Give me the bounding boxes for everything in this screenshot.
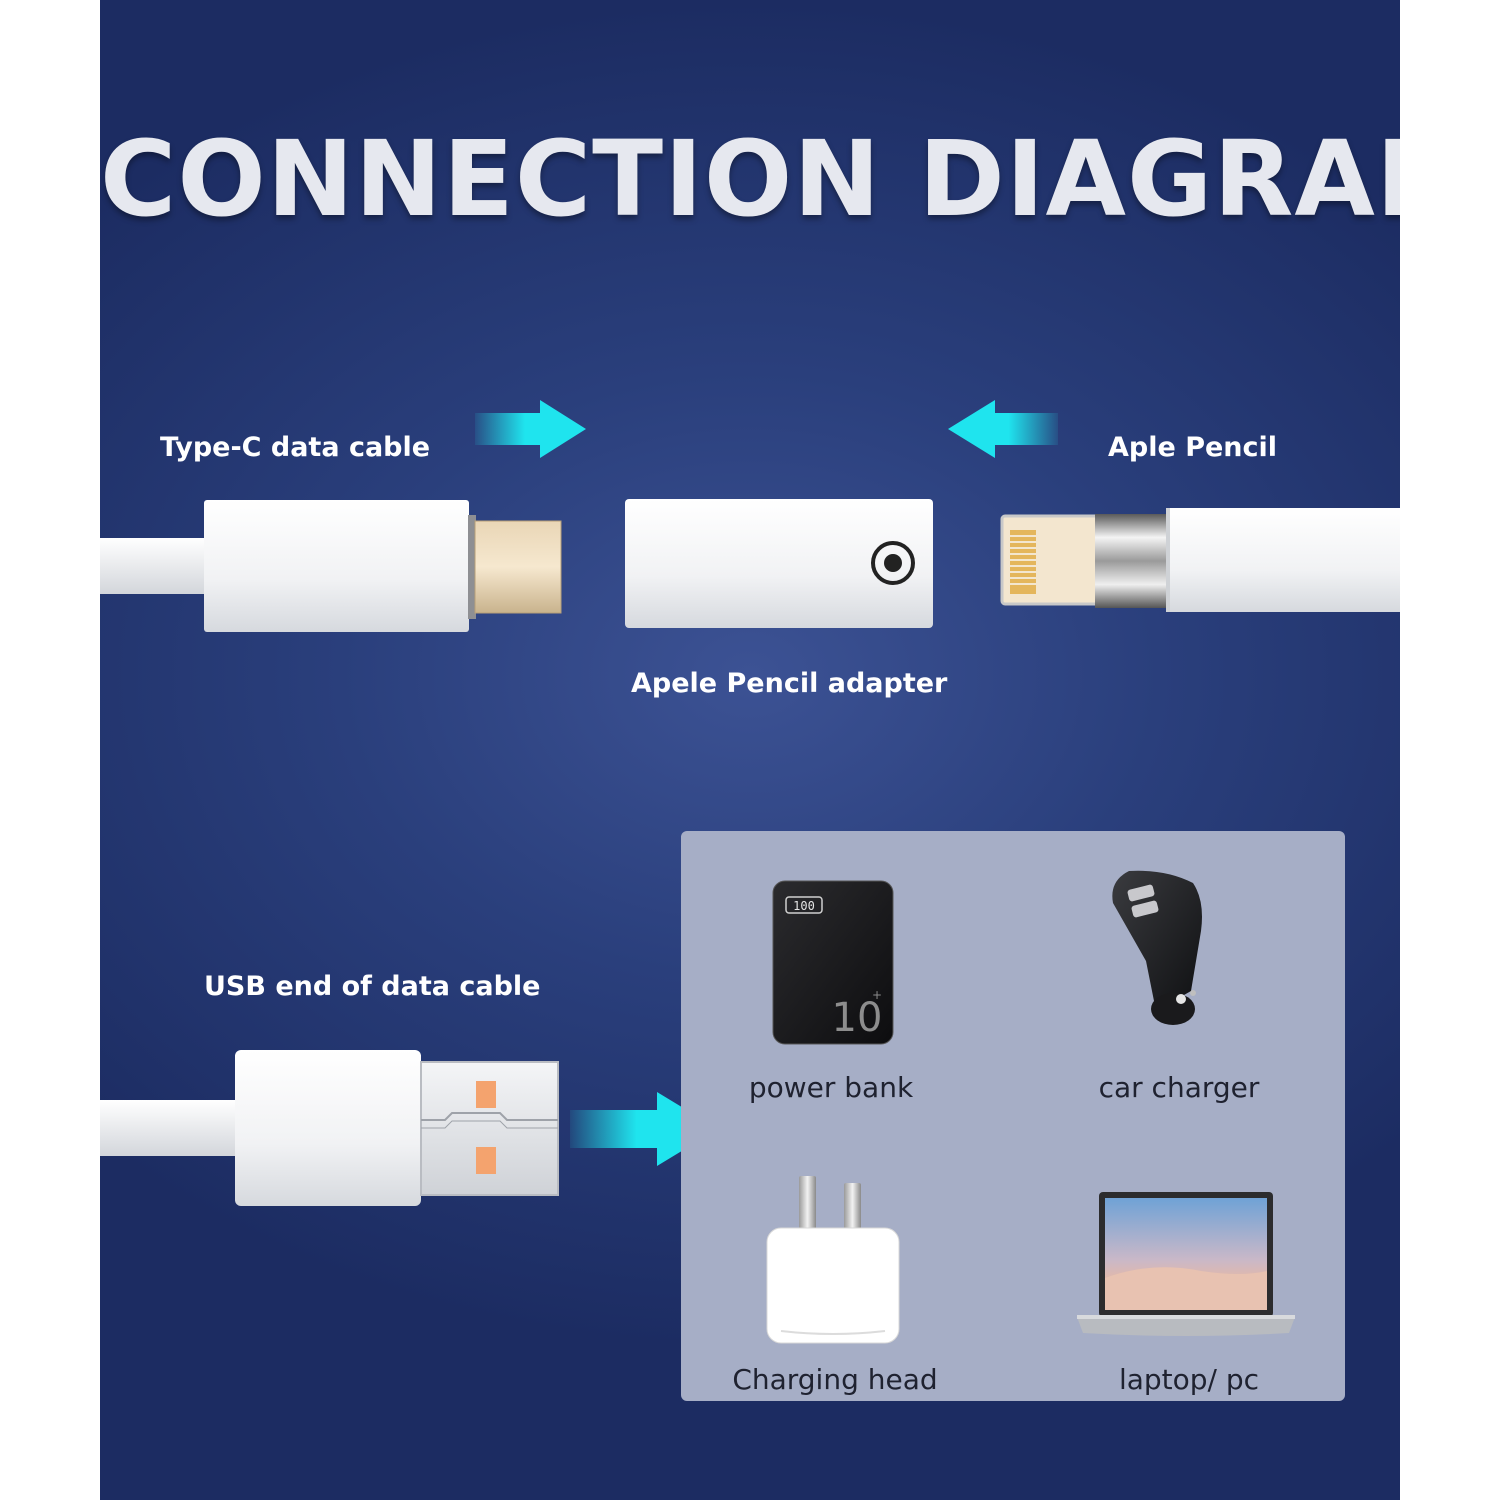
usb-end-label: USB end of data cable — [204, 971, 541, 1002]
laptop-icon — [1077, 1192, 1295, 1336]
charging-head-label: Charging head — [732, 1363, 938, 1396]
apple-pencil-label: Aple Pencil — [1108, 432, 1278, 463]
svg-text:+: + — [872, 988, 882, 1002]
power-bank-label: power bank — [748, 1071, 914, 1104]
arrow-right-icon — [475, 400, 586, 458]
devices-artwork: 100 10 + — [766, 870, 1295, 1344]
power-bank-icon: 100 10 + — [772, 880, 894, 1045]
adapter-label: Apele Pencil adapter — [631, 668, 948, 699]
diagram-panel: CONNECTION DIAGRAM — [100, 0, 1400, 1500]
type-c-cable-icon — [100, 500, 562, 632]
power-bank-display: 100 — [793, 899, 815, 913]
usb-cable-icon — [100, 1050, 559, 1206]
adapter-icon — [625, 499, 933, 628]
arrow-left-icon — [948, 400, 1058, 458]
type-c-cable-label: Type-C data cable — [160, 432, 431, 463]
compatible-devices-box: 100 10 + — [681, 831, 1345, 1401]
laptop-label: laptop/ pc — [1118, 1363, 1260, 1396]
car-charger-label: car charger — [1098, 1071, 1260, 1104]
page-title: CONNECTION DIAGRAM — [100, 118, 1400, 240]
power-bank-capacity: 10 — [832, 995, 883, 1041]
pencil-connector-icon — [1000, 508, 1400, 612]
charging-head-icon — [766, 1176, 900, 1344]
car-charger-icon — [1112, 870, 1202, 1025]
connector-artwork — [100, 400, 1400, 1206]
